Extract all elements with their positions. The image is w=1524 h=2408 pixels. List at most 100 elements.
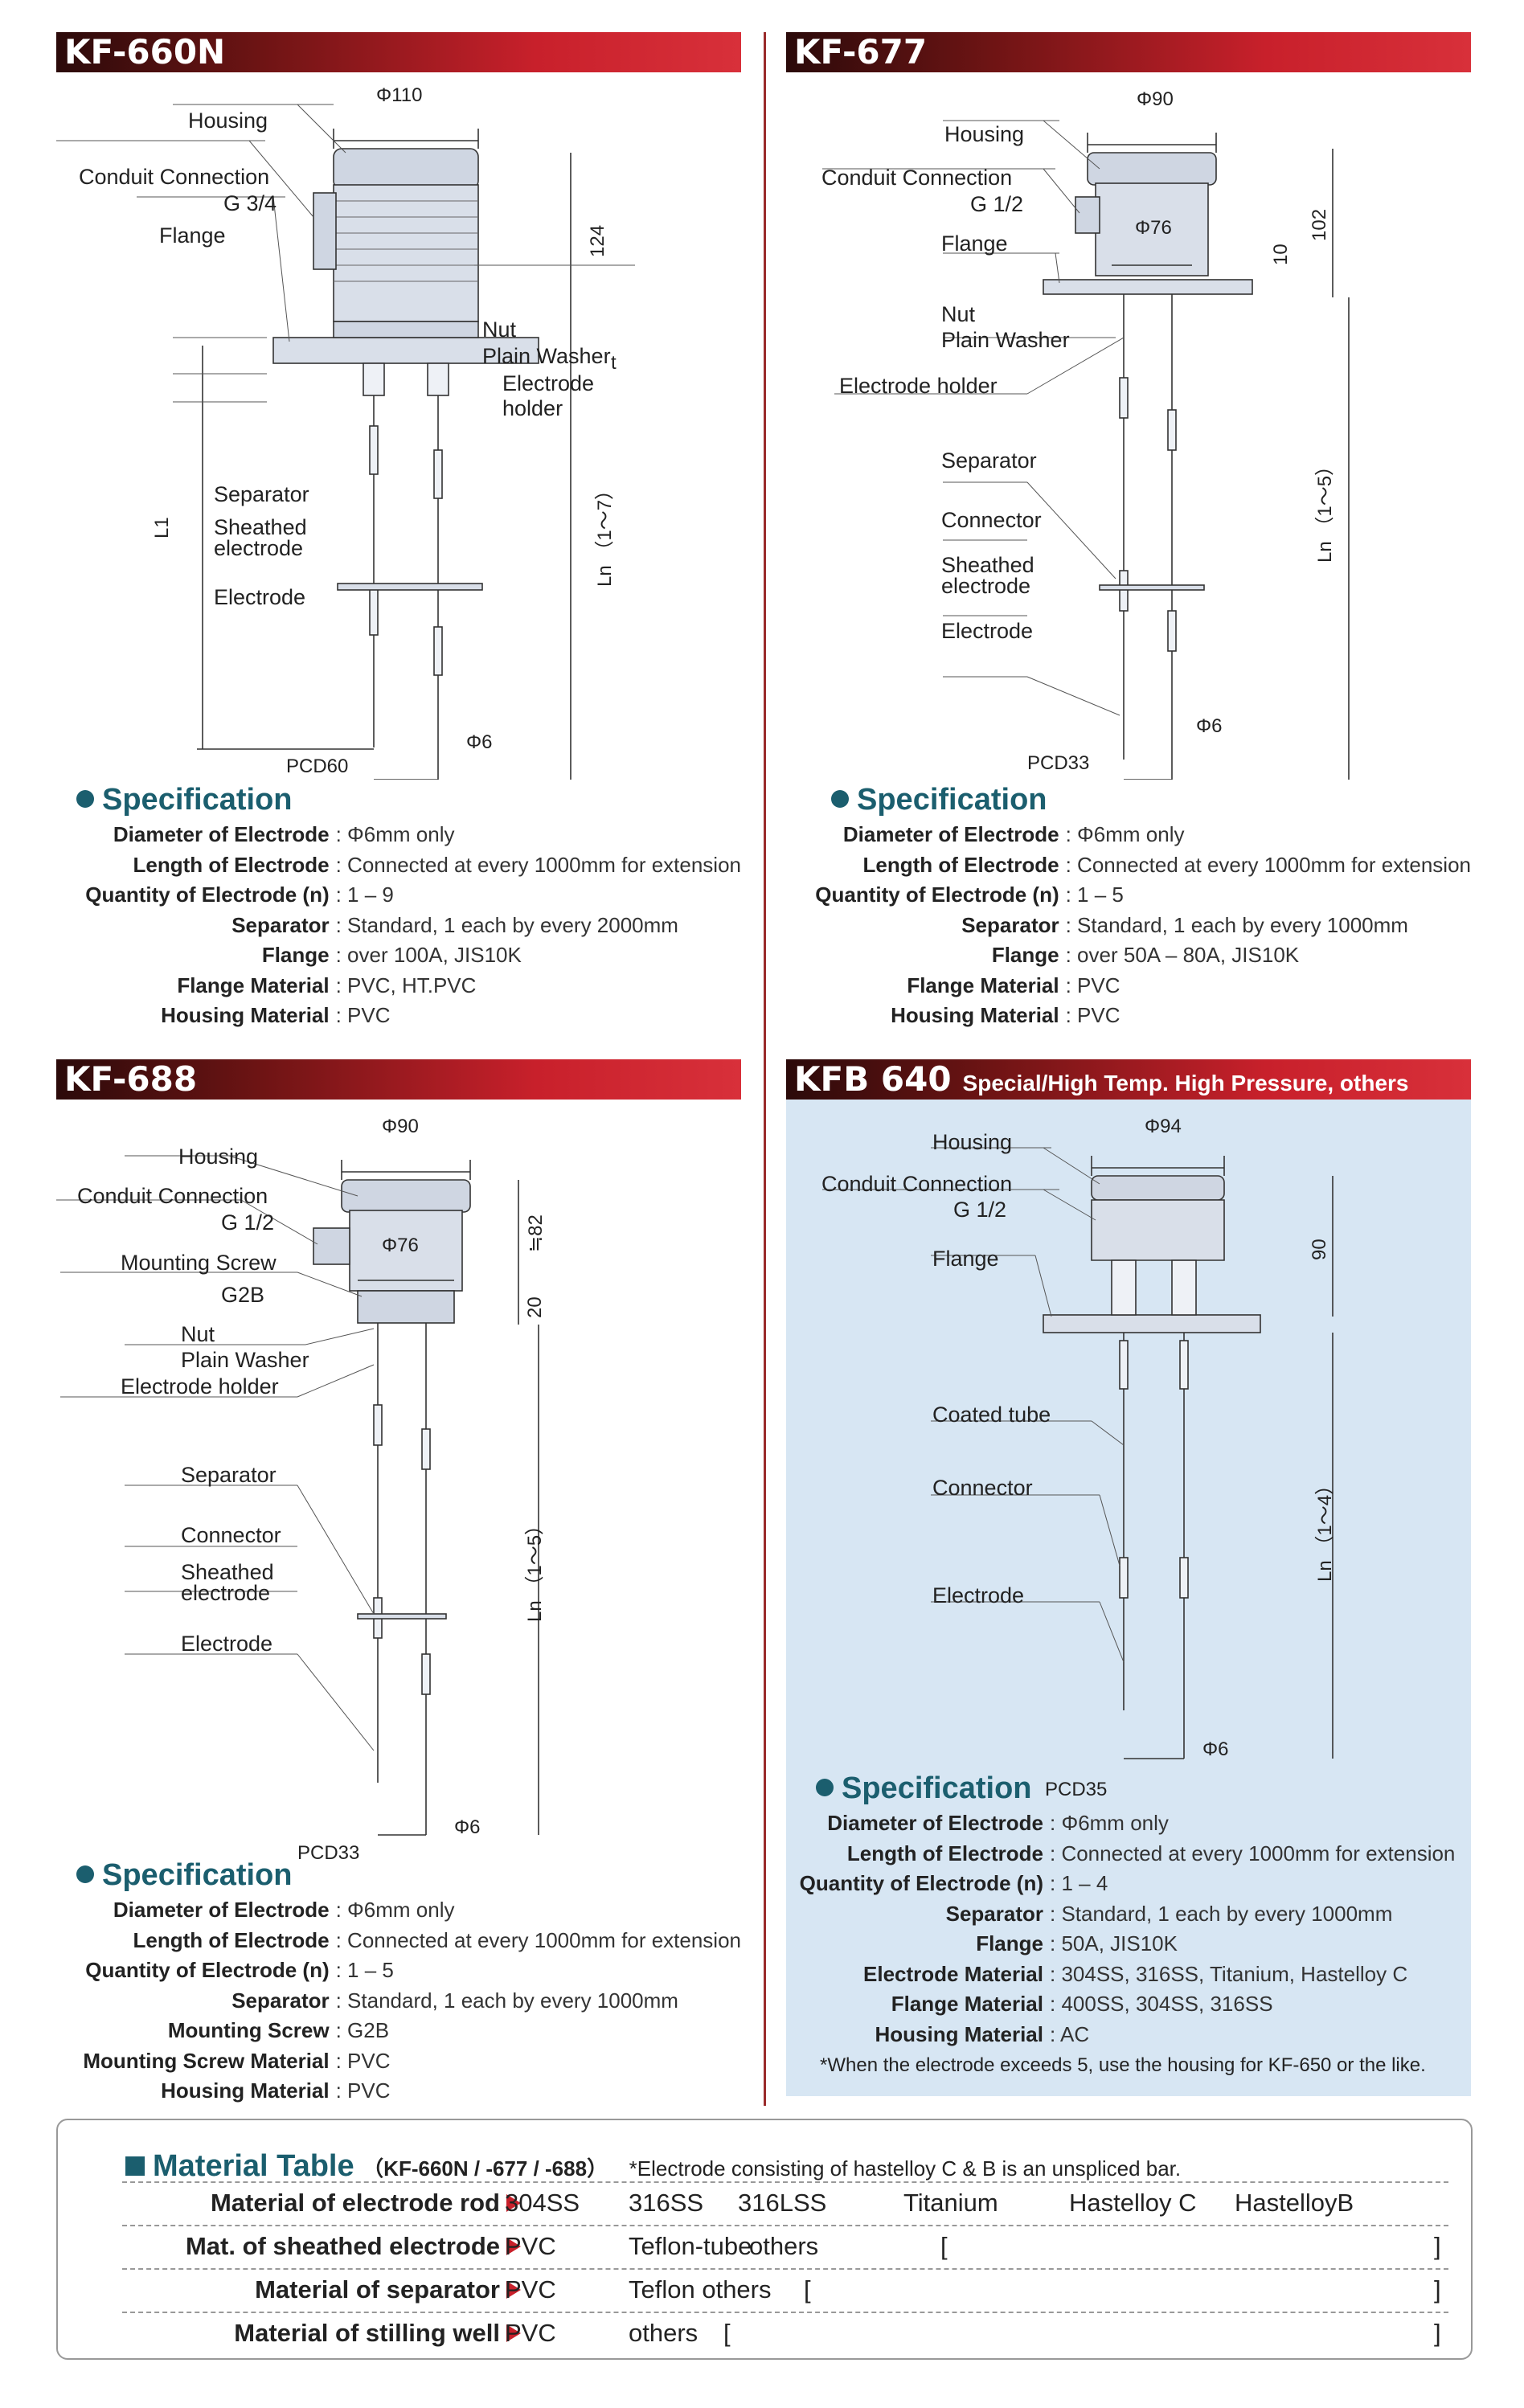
- material-option: [: [804, 2275, 811, 2304]
- material-option: others: [629, 2319, 698, 2347]
- spec-value: : over 100A, JIS10K: [335, 943, 522, 968]
- label-nut: Nut: [181, 1322, 215, 1346]
- spec-row: Mounting Screw Material: PVC: [56, 2046, 741, 2077]
- label-dim-top: Φ90: [382, 1116, 419, 1137]
- label-electrode-holder: Electrode holder: [121, 1374, 279, 1399]
- spec-title-text: Specification: [102, 783, 293, 817]
- label-nut: Nut: [941, 302, 976, 326]
- bullet-icon: [831, 790, 849, 808]
- panel-title: KF-688: [56, 1059, 741, 1100]
- spec-row: Flange Material: 400SS, 304SS, 316SS: [794, 1989, 1455, 2020]
- label-sheathed-line1: Sheathed: [941, 553, 1034, 577]
- spec-key: Flange: [976, 1931, 1043, 1956]
- label-sheathed: Sheathed electrode: [214, 517, 307, 559]
- material-option: Hastelloy C: [1069, 2189, 1197, 2217]
- material-option: Teflon-tube: [629, 2232, 752, 2260]
- label-sheathed-line2: electrode: [181, 1581, 271, 1605]
- conduit-boss: [313, 192, 337, 270]
- label-mounting-size: G2B: [221, 1283, 265, 1307]
- label-conduit-size: G 1/2: [970, 192, 1024, 216]
- spec-value: : 304SS, 316SS, Titanium, Hastelloy C: [1050, 1961, 1408, 1986]
- label-dim-10: 10: [1270, 244, 1292, 265]
- label-connector: Connector: [941, 508, 1042, 532]
- bullet-icon: [816, 1779, 834, 1796]
- label-electrode: Electrode: [932, 1583, 1025, 1607]
- spec-row: Length of Electrode: Connected at every …: [56, 850, 741, 881]
- label-dim-82: ≒82: [525, 1214, 547, 1252]
- spec-key: Separator: [961, 912, 1059, 937]
- spec-key: Separator: [945, 1901, 1043, 1926]
- label-dim-ln: Ln （1～4）: [1314, 1475, 1336, 1582]
- housing-body: [349, 1210, 463, 1292]
- material-row-label: Material of stilling well: [234, 2319, 500, 2347]
- label-dim-102: 102: [1309, 208, 1330, 241]
- material-option: 304SS: [505, 2189, 580, 2217]
- panel-divider: [764, 32, 766, 2106]
- label-dim-phi6: Φ6: [1202, 1738, 1229, 1760]
- spec-value: : PVC, HT.PVC: [335, 973, 477, 997]
- label-dim-ln: Ln （1～7）: [594, 480, 616, 587]
- label-dim-ln: Ln （1～5）: [524, 1515, 546, 1622]
- housing-cap: [1087, 152, 1217, 186]
- label-conduit-size: G 3/4: [223, 191, 277, 215]
- label-sheathed: Sheathed electrode: [181, 1562, 274, 1605]
- spec-value: : PVC: [1065, 1003, 1120, 1028]
- spec-key: Flange: [261, 943, 330, 968]
- drawing: [56, 104, 635, 780]
- label-nut: Nut: [482, 317, 517, 342]
- conduit-boss: [313, 1227, 350, 1265]
- label-connector: Connector: [181, 1523, 281, 1547]
- spec-key: Electrode Material: [863, 1961, 1043, 1986]
- spec-value: : PVC: [335, 2048, 391, 2073]
- spec-value: : 50A, JIS10K: [1050, 1931, 1178, 1956]
- spec-title-text: Specification: [842, 1771, 1032, 1805]
- label-sheathed-line2: electrode: [941, 574, 1031, 598]
- label-electrode: Electrode: [181, 1632, 273, 1656]
- material-table-title: Material Table （KF-660N / -677 / -688） *…: [125, 2149, 1181, 2184]
- spec-kfb640: Specification Diameter of Electrode: Φ6m…: [786, 1768, 1471, 2077]
- label-conduit-size: G 1/2: [953, 1198, 1007, 1222]
- material-option: ]: [1434, 2232, 1441, 2260]
- spec-row: Diameter of Electrode: Φ6mm only: [786, 820, 1471, 850]
- spec-row: Flange Material: PVC: [786, 971, 1471, 1001]
- label-electrode: Electrode: [941, 619, 1034, 643]
- spec-title: Specification: [56, 1855, 741, 1895]
- label-pcd: PCD60: [286, 756, 349, 777]
- spec-row: Housing Material: PVC: [56, 1001, 741, 1031]
- material-option: 316LSS: [738, 2189, 827, 2217]
- spec-value: : G2B: [335, 2018, 390, 2043]
- spec-key: Diameter of Electrode: [827, 1811, 1043, 1836]
- spec-row: Housing Material: PVC: [56, 2076, 741, 2107]
- label-dim-20: 20: [524, 1296, 546, 1318]
- label-housing: Housing: [932, 1130, 1013, 1154]
- spec-note: *When the electrode exceeds 5, use the h…: [820, 2054, 1426, 2076]
- mounting-screw: [357, 1290, 455, 1324]
- spec-value: : Φ6mm only: [1065, 822, 1185, 847]
- material-table: Material Table （KF-660N / -677 / -688） *…: [56, 2119, 1473, 2360]
- label-pcd: PCD35: [1045, 1779, 1108, 1800]
- label-sheathed: Sheathed electrode: [941, 553, 1034, 598]
- spec-key: Quantity of Electrode (n): [85, 883, 330, 907]
- spec-title-text: Specification: [102, 1858, 293, 1892]
- spec-key: Flange Material: [177, 973, 330, 997]
- label-connector: Connector: [932, 1476, 1033, 1500]
- separator: [337, 583, 483, 591]
- panel-title: KF-660N: [56, 32, 741, 72]
- spec-key: Quantity of Electrode (n): [815, 883, 1059, 907]
- spec-title: Specification: [786, 780, 1471, 820]
- label-flange: Flange: [941, 231, 1008, 256]
- label-pcd: PCD33: [297, 1842, 360, 1864]
- spec-title: Specification: [56, 780, 741, 820]
- label-dim-top: Φ94: [1145, 1116, 1182, 1137]
- material-option: ]: [1434, 2319, 1441, 2347]
- label-dim-phi6: Φ6: [454, 1816, 481, 1838]
- label-conduit: Conduit Connection: [821, 1172, 1013, 1196]
- label-sheathed-line2: electrode: [214, 536, 304, 560]
